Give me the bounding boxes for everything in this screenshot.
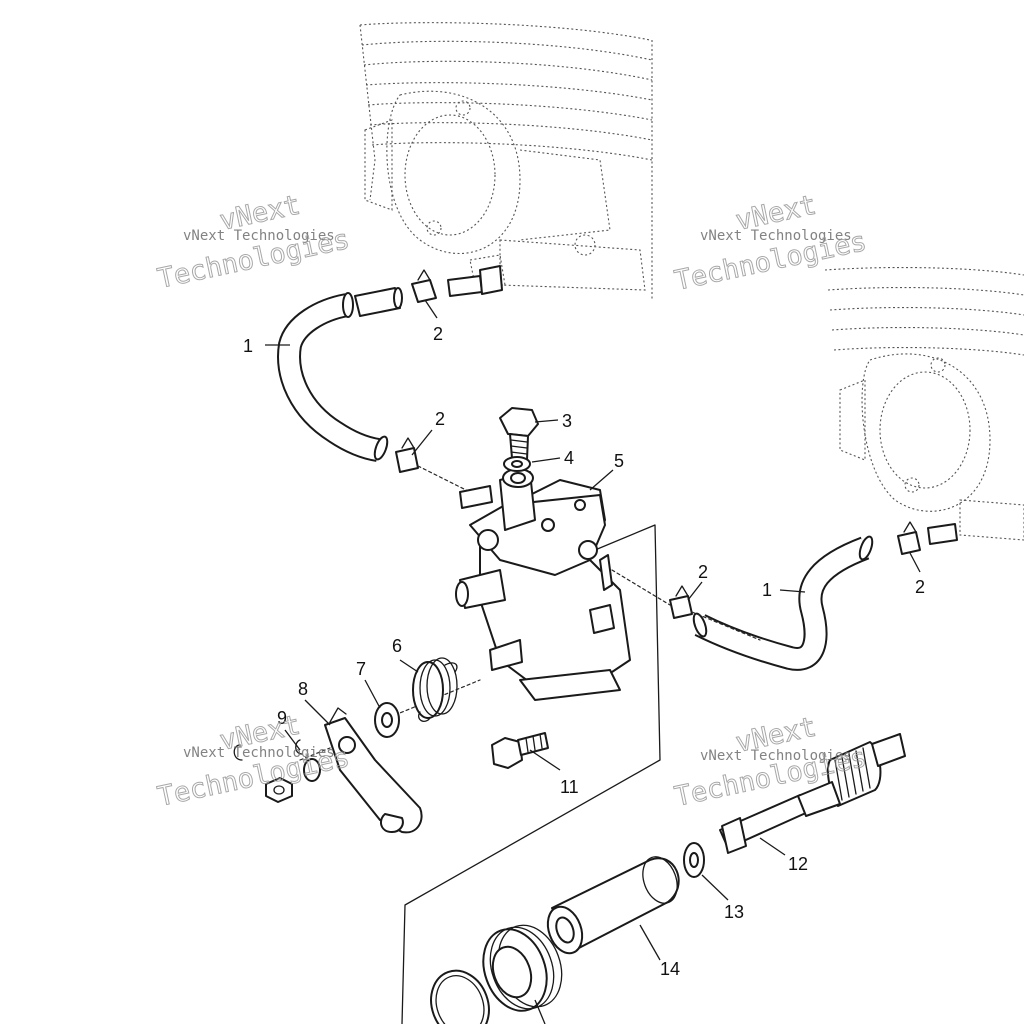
callout-1-left: 1 — [243, 336, 253, 356]
callout-numbers: 1 2 2 3 4 5 6 7 8 9 11 2 1 2 12 13 14 — [243, 324, 925, 979]
drive-gear-shaft — [719, 733, 906, 854]
cylinder-fitting-left — [447, 265, 503, 297]
o-ring — [430, 969, 490, 1024]
hose-clamp-right-low — [669, 585, 693, 619]
callout-8: 8 — [298, 679, 308, 699]
oil-seal — [482, 924, 563, 1012]
shaft-washer — [683, 842, 705, 878]
hose-clamp-top — [411, 269, 437, 303]
hose-clamp-right-top — [897, 521, 921, 555]
watermark-line: vNext Technologies — [700, 228, 852, 244]
lock-washer — [303, 758, 321, 782]
sealing-washer — [503, 456, 531, 472]
callout-9: 9 — [277, 708, 287, 728]
control-lever — [324, 707, 423, 834]
callout-4: 4 — [564, 448, 574, 468]
oil-hose-left — [277, 287, 403, 462]
hose-clamp-mid — [395, 437, 419, 473]
callout-7: 7 — [356, 659, 366, 679]
banjo-bolt — [499, 407, 539, 461]
oil-pump-body — [455, 468, 631, 701]
lever-nut — [265, 777, 293, 803]
callout-5: 5 — [614, 451, 624, 471]
callout-2-mid: 2 — [435, 409, 445, 429]
mounting-bolt — [491, 732, 549, 769]
oil-hose-right — [691, 535, 874, 671]
shaft-bushing — [546, 856, 680, 955]
cylinder-left — [359, 22, 653, 300]
cylinder-fitting-right — [927, 523, 958, 545]
watermark-bottom-left: vNext vNext Technologies Technologies — [155, 709, 353, 813]
callout-2-right-low: 2 — [698, 562, 708, 582]
watermark-line: vNext Technologies — [700, 748, 852, 764]
callout-2-right-top: 2 — [915, 577, 925, 597]
watermark-top-right: vNext vNext Technologies Technologies — [672, 189, 870, 297]
leader-lines — [265, 299, 921, 1024]
reference-boundary — [401, 524, 661, 1024]
watermark-top-left: vNext vNext Technologies Technologies — [155, 189, 353, 295]
watermark-line: vNext Technologies — [183, 228, 335, 244]
callout-3: 3 — [562, 411, 572, 431]
callout-6: 6 — [392, 636, 402, 656]
callout-11: 11 — [560, 777, 579, 797]
watermark-line: vNext Technologies — [183, 745, 335, 761]
lever-washer — [374, 702, 400, 738]
callout-12: 12 — [788, 854, 808, 874]
callout-14: 14 — [660, 959, 680, 979]
return-spring — [412, 657, 458, 722]
callout-13: 13 — [724, 902, 744, 922]
cylinder-right — [824, 266, 1024, 541]
small-clip — [233, 739, 303, 761]
callout-1-right: 1 — [762, 580, 772, 600]
callout-2-top: 2 — [433, 324, 443, 344]
